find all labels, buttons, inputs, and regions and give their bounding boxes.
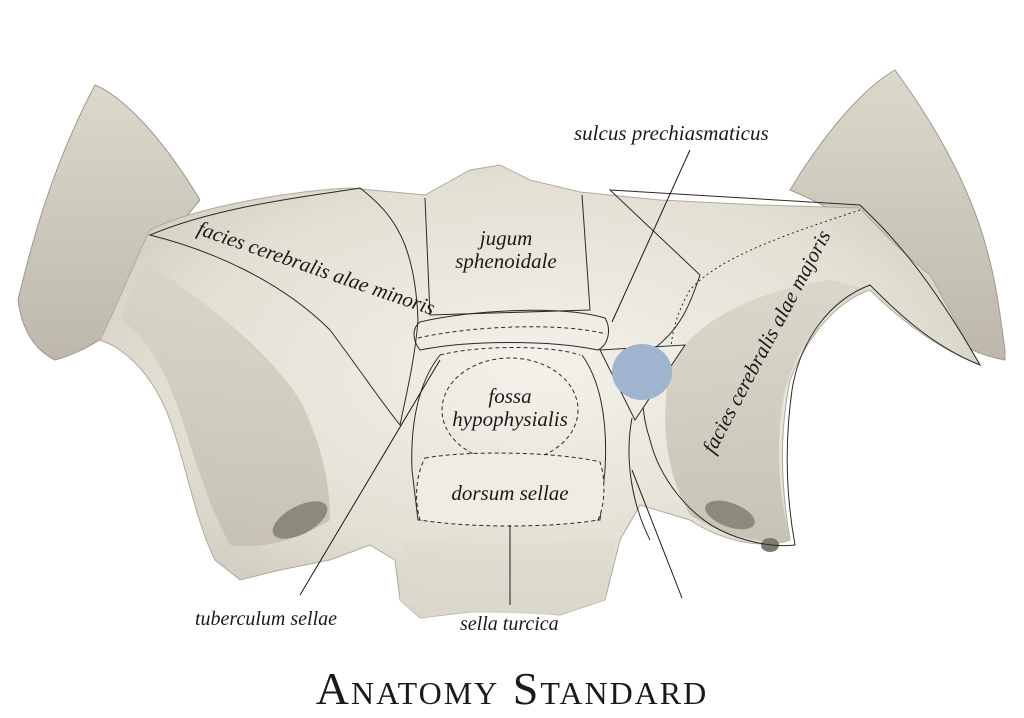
- leader-right-lower: [631, 469, 683, 599]
- right-inner-edge: [628, 417, 651, 541]
- basisphenoid-shading: [400, 540, 615, 618]
- optic-canal-highlight: [612, 344, 672, 400]
- leader-sulcus-prechiasmaticus: [611, 149, 691, 323]
- greater-wing-dotted-line: [670, 209, 861, 366]
- label-fossa-line1: fossa: [488, 384, 531, 408]
- dorsum-sellae-shape: [416, 452, 605, 527]
- left-cavity: [120, 260, 330, 547]
- right-foramen: [705, 500, 755, 530]
- tuberculum-band: [439, 347, 581, 356]
- label-fossa-line2: hypophysialis: [452, 407, 568, 431]
- brand-title: Anatomy Standard: [315, 663, 709, 714]
- left-foramen: [272, 501, 328, 539]
- label-dorsum-sellae: dorsum sellae: [451, 481, 568, 505]
- sulcus-band: [413, 309, 609, 351]
- left-greater-wing: [17, 84, 201, 361]
- right-cavity: [665, 280, 870, 542]
- sulcus-band-dashed: [417, 326, 607, 339]
- label-sella-turcica: sella turcica: [460, 613, 559, 635]
- leader-tuberculum-sellae: [299, 359, 441, 596]
- label-tuberculum-sellae: tuberculum sellae: [195, 608, 337, 630]
- label-jugum-line2: sphenoidale: [455, 249, 556, 273]
- lesser-wing-outline: [148, 187, 419, 427]
- label-jugum-line1: jugum: [477, 226, 533, 250]
- label-sulcus-prechiasmaticus: sulcus prechiasmaticus: [574, 121, 769, 145]
- jugum-outline: [424, 194, 591, 316]
